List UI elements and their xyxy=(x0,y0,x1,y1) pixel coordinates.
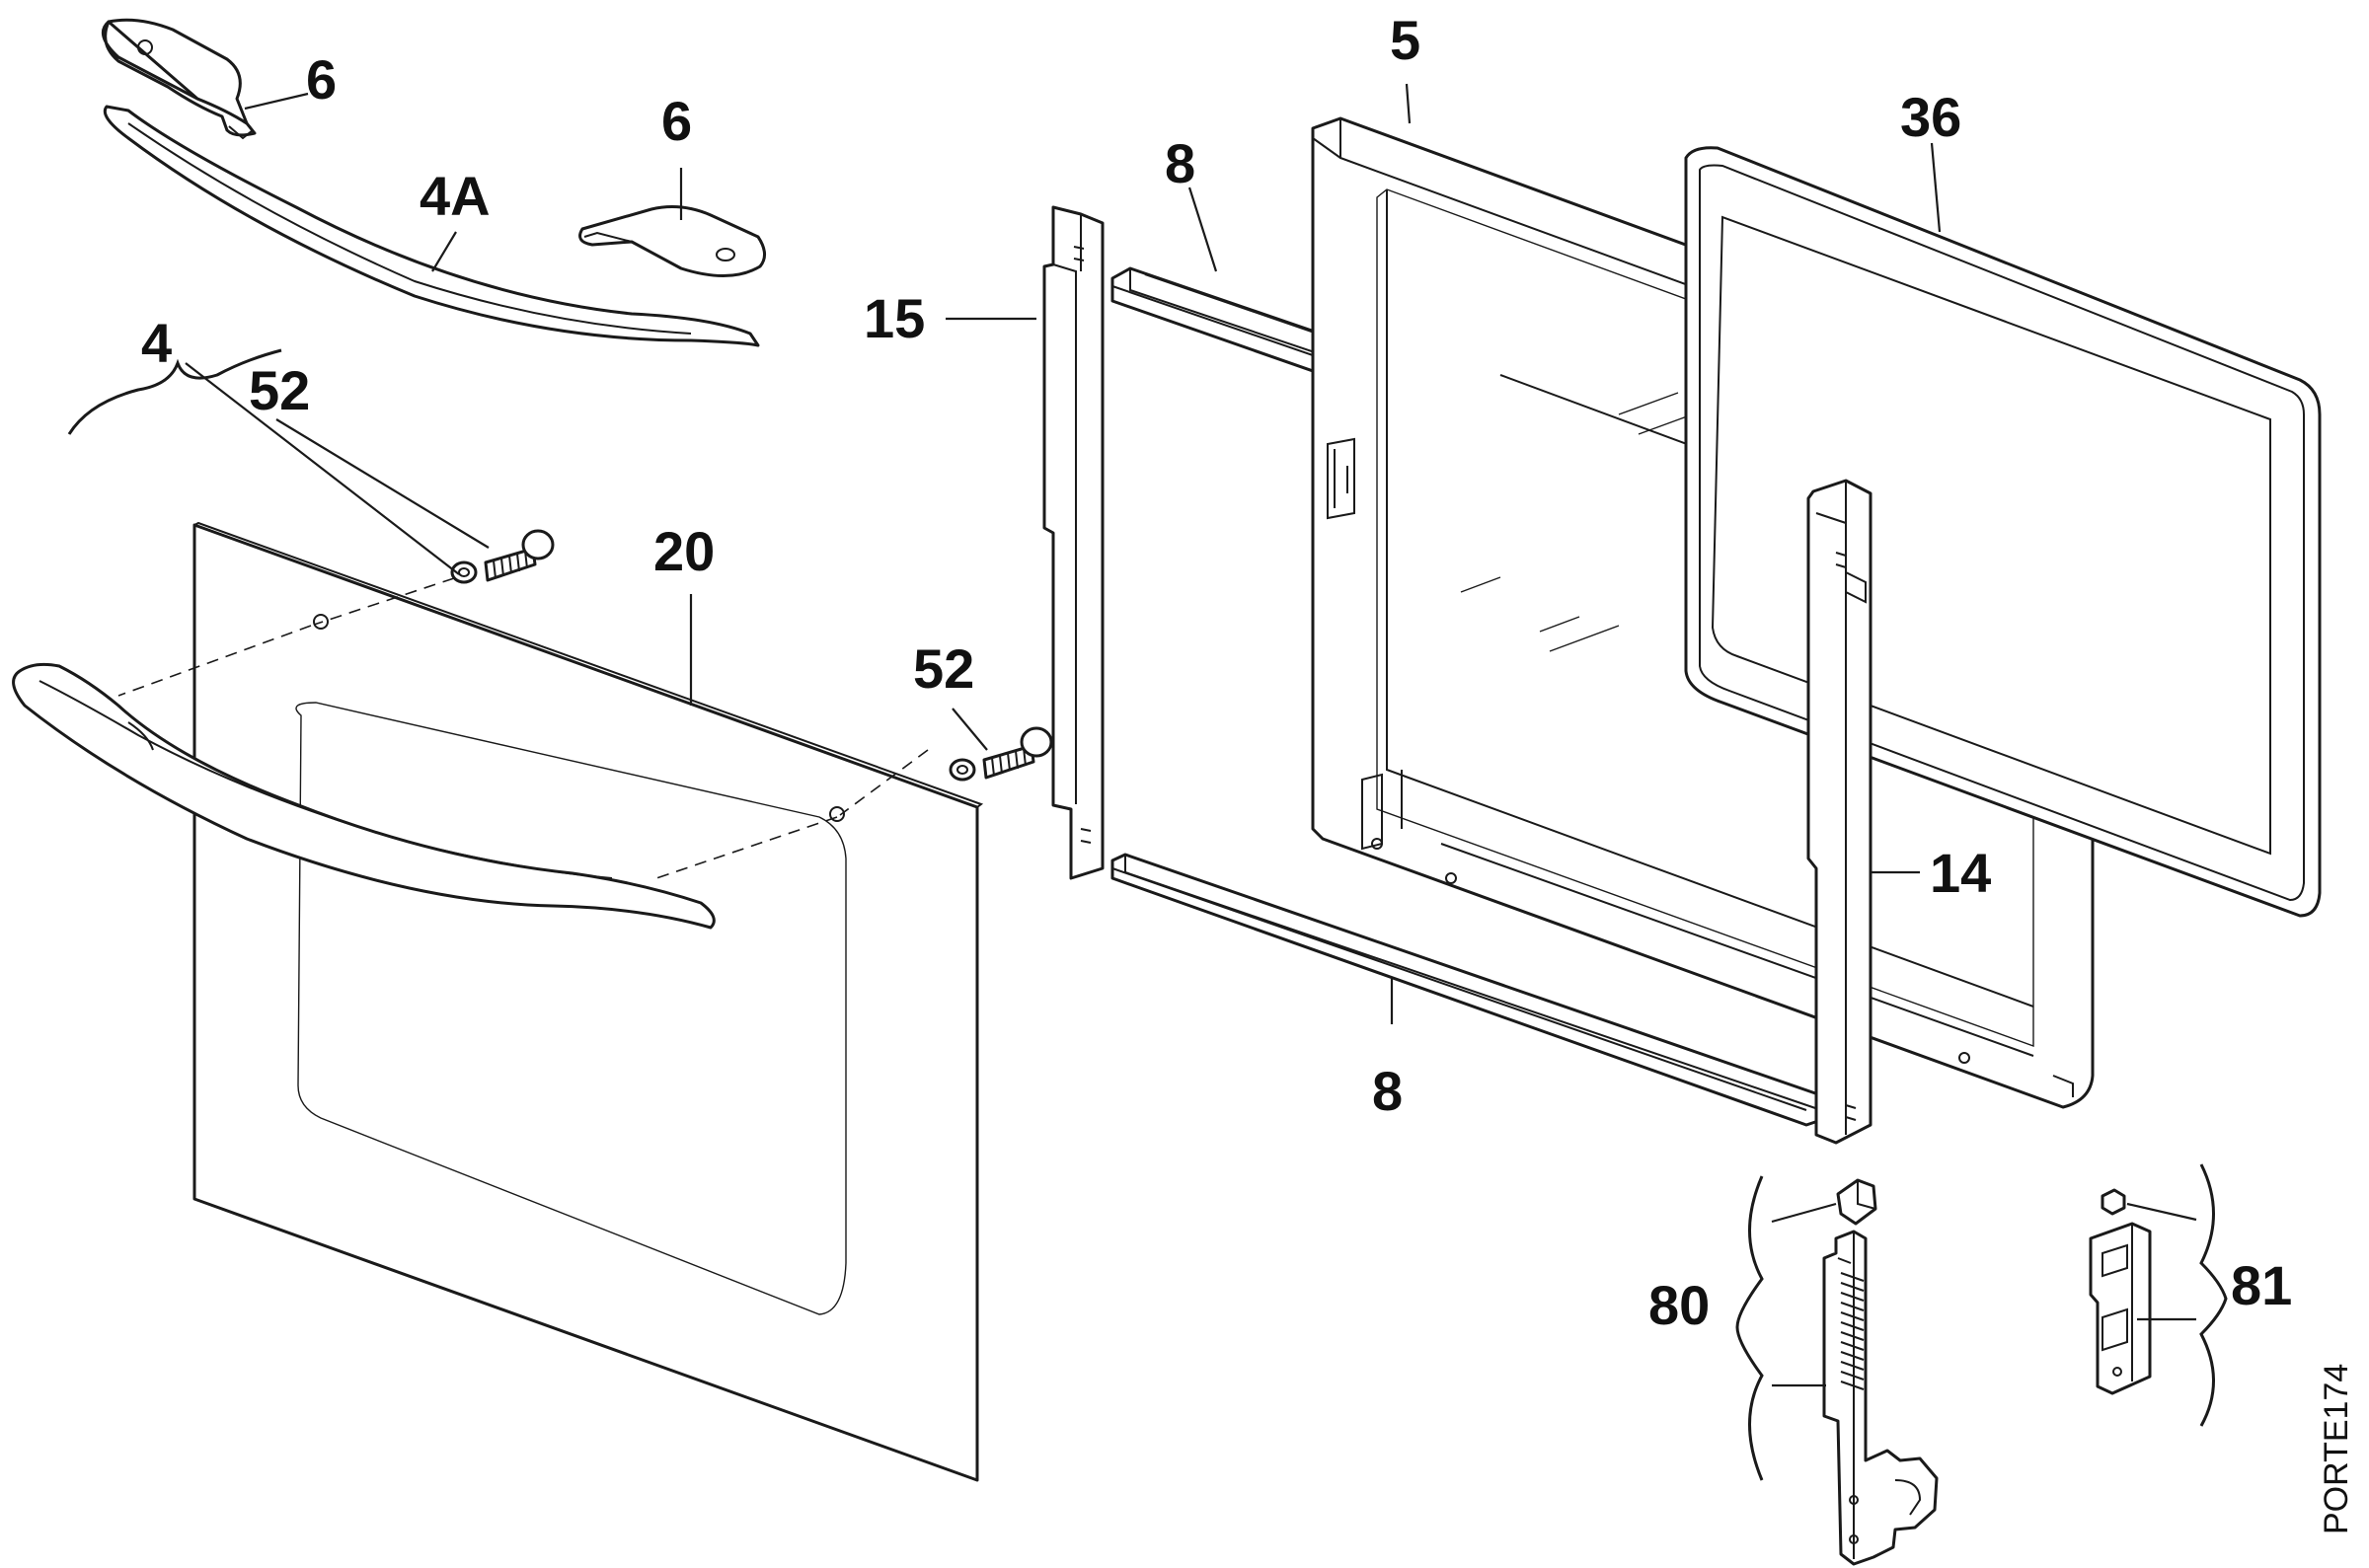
fixing-axis-line xyxy=(117,577,455,697)
callout-6-mid: 6 xyxy=(661,90,692,152)
hinge-80 xyxy=(1822,1230,1939,1566)
outer-door-panel-20 xyxy=(192,521,984,1482)
fixing-axis-line xyxy=(655,749,929,879)
callout-15: 15 xyxy=(864,287,925,349)
callout-80: 80 xyxy=(1648,1274,1710,1336)
callout-52-mid: 52 xyxy=(913,637,974,700)
callout-6-top: 6 xyxy=(306,48,337,111)
side-bracket-14 xyxy=(1806,479,1872,1145)
drawing-code: PORTE174 xyxy=(2318,1364,2355,1534)
front-handle-4 xyxy=(12,662,716,930)
handle-endcap-right xyxy=(578,205,766,277)
callout-5: 5 xyxy=(1390,9,1420,71)
handle-endcap-left xyxy=(101,18,257,140)
callout-81: 81 xyxy=(2231,1254,2292,1316)
callout-4A: 4A xyxy=(420,165,491,227)
screw-washer-52-top xyxy=(450,529,555,584)
callout-4: 4 xyxy=(141,312,172,374)
callout-14: 14 xyxy=(1930,842,1991,904)
hinge-receiver-81 xyxy=(2089,1188,2152,1395)
callout-8-bottom: 8 xyxy=(1372,1060,1403,1122)
handle-bar-4A xyxy=(103,105,760,347)
callout-20: 20 xyxy=(653,520,715,582)
callout-52-top: 52 xyxy=(249,359,310,421)
leader-lines xyxy=(185,83,2197,1387)
brace-81 xyxy=(2199,1163,2228,1427)
screw-washer-52-mid xyxy=(949,726,1053,782)
brace-80 xyxy=(1735,1175,1764,1481)
side-bracket-15 xyxy=(1042,205,1105,880)
callout-8-top: 8 xyxy=(1165,132,1195,194)
brace-4 xyxy=(67,348,282,435)
hinge-clip-80 xyxy=(1836,1178,1877,1226)
callout-36: 36 xyxy=(1900,86,1961,148)
